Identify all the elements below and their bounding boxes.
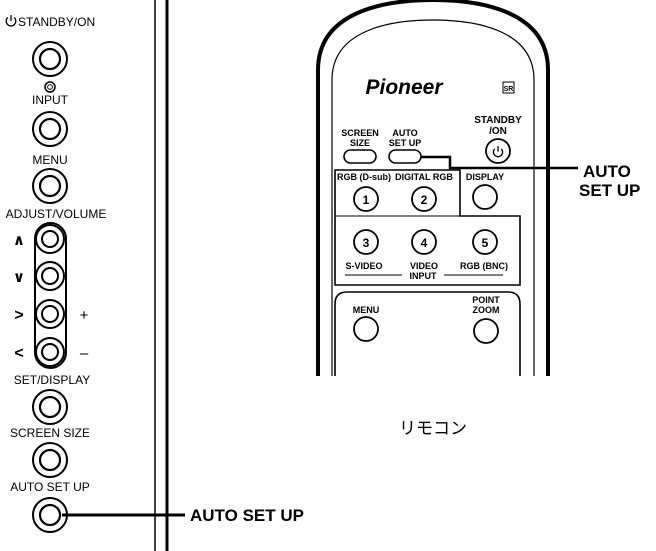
input-label: INPUT (32, 93, 69, 107)
sr-badge-text: SR (504, 86, 514, 93)
remote-caption: リモコン (399, 419, 467, 439)
rgb-bnc-label: RGB (BNC) (460, 261, 508, 271)
remote-auto-setup-label-2: SET UP (389, 138, 422, 148)
standby-button[interactable] (32, 41, 68, 77)
menu-button[interactable] (32, 168, 68, 204)
remote-display-button[interactable] (472, 184, 498, 210)
adjust-button-capsule (34, 222, 67, 369)
input-5-number: 5 (482, 236, 489, 250)
video-label: VIDEO (410, 261, 438, 271)
input-3-number: 3 (363, 236, 370, 250)
remote-cutoff-mask (300, 377, 560, 397)
svideo-label: S-VIDEO (345, 261, 382, 271)
remote-callout-line (421, 155, 578, 170)
input-5-button[interactable] (472, 229, 498, 255)
input-2-button[interactable] (411, 186, 437, 212)
up-arrow-icon: ∧ (13, 232, 25, 249)
lower-section-outline (334, 291, 521, 376)
screen-size-button[interactable] (32, 442, 68, 478)
remote-menu-button[interactable] (353, 316, 379, 342)
input-1-button[interactable] (353, 186, 379, 212)
remote-standby-label-2: /ON (489, 126, 507, 137)
display-label: DISPLAY (466, 172, 504, 182)
down-arrow-icon: ∨ (13, 269, 25, 286)
menu-label: MENU (32, 153, 67, 167)
plus-sign: + (80, 307, 89, 324)
auto-setup-button[interactable] (32, 497, 68, 533)
remote-callout-label-1: AUTO (583, 162, 631, 181)
auto-setup-label: AUTO SET UP (10, 480, 90, 494)
up-button[interactable] (35, 224, 65, 254)
adjust-volume-label: ADJUST/VOLUME (6, 207, 107, 221)
left-button[interactable] (35, 337, 65, 367)
down-button[interactable] (35, 261, 65, 291)
sr-badge (502, 81, 515, 94)
input-2-number: 2 (421, 193, 428, 207)
remote-power-icon (492, 146, 504, 158)
power-icon (5, 15, 17, 27)
standby-label: STANDBY/ON (18, 15, 95, 29)
input-group-label: INPUT (410, 271, 438, 281)
panel-callout-label: AUTO SET UP (190, 506, 304, 525)
power-indicator-led (44, 81, 56, 93)
set-display-button[interactable] (32, 389, 68, 425)
input-button[interactable] (32, 111, 68, 147)
digital-rgb-label: DIGITAL RGB (395, 172, 453, 182)
right-button[interactable] (35, 299, 65, 329)
control-panel: STANDBY/ON INPUT MENU ADJUST/VOLUME (5, 0, 304, 551)
remote-screen-size-button[interactable] (343, 149, 377, 164)
remote-callout-label-2: SET UP (579, 181, 640, 200)
input-1-number: 1 (363, 193, 370, 207)
point-zoom-label-2: ZOOM (473, 305, 500, 315)
remote-screen-size-label-1: SCREEN (341, 128, 379, 138)
point-zoom-label-1: POINT (472, 295, 500, 305)
input-4-number: 4 (421, 236, 428, 250)
point-zoom-button[interactable] (473, 318, 499, 344)
remote-inner-outline (331, 19, 535, 376)
remote-standby-label-1: STANDBY (474, 115, 522, 126)
remote-auto-setup-button[interactable] (388, 149, 422, 164)
minus-sign: – (80, 345, 89, 362)
rgb-dsub-label: RGB (D-sub) (337, 172, 391, 182)
input-3-button[interactable] (353, 229, 379, 255)
input-group-outline (334, 169, 521, 286)
remote-auto-setup-label-1: AUTO (392, 128, 417, 138)
screen-size-label: SCREEN SIZE (10, 426, 90, 440)
remote-menu-label: MENU (353, 305, 380, 315)
right-arrow-icon: > (14, 307, 23, 324)
set-display-label: SET/DISPLAY (14, 373, 90, 387)
remote-body (316, 0, 550, 376)
left-arrow-icon: < (14, 345, 23, 362)
input-4-button[interactable] (411, 229, 437, 255)
remote-screen-size-label-2: SIZE (350, 138, 370, 148)
pioneer-logo: Pioneer (365, 76, 444, 99)
input-label-gap (402, 270, 444, 280)
remote-control: Pioneer SR STANDBY /ON SCREEN SIZE AUTO … (300, 0, 578, 397)
